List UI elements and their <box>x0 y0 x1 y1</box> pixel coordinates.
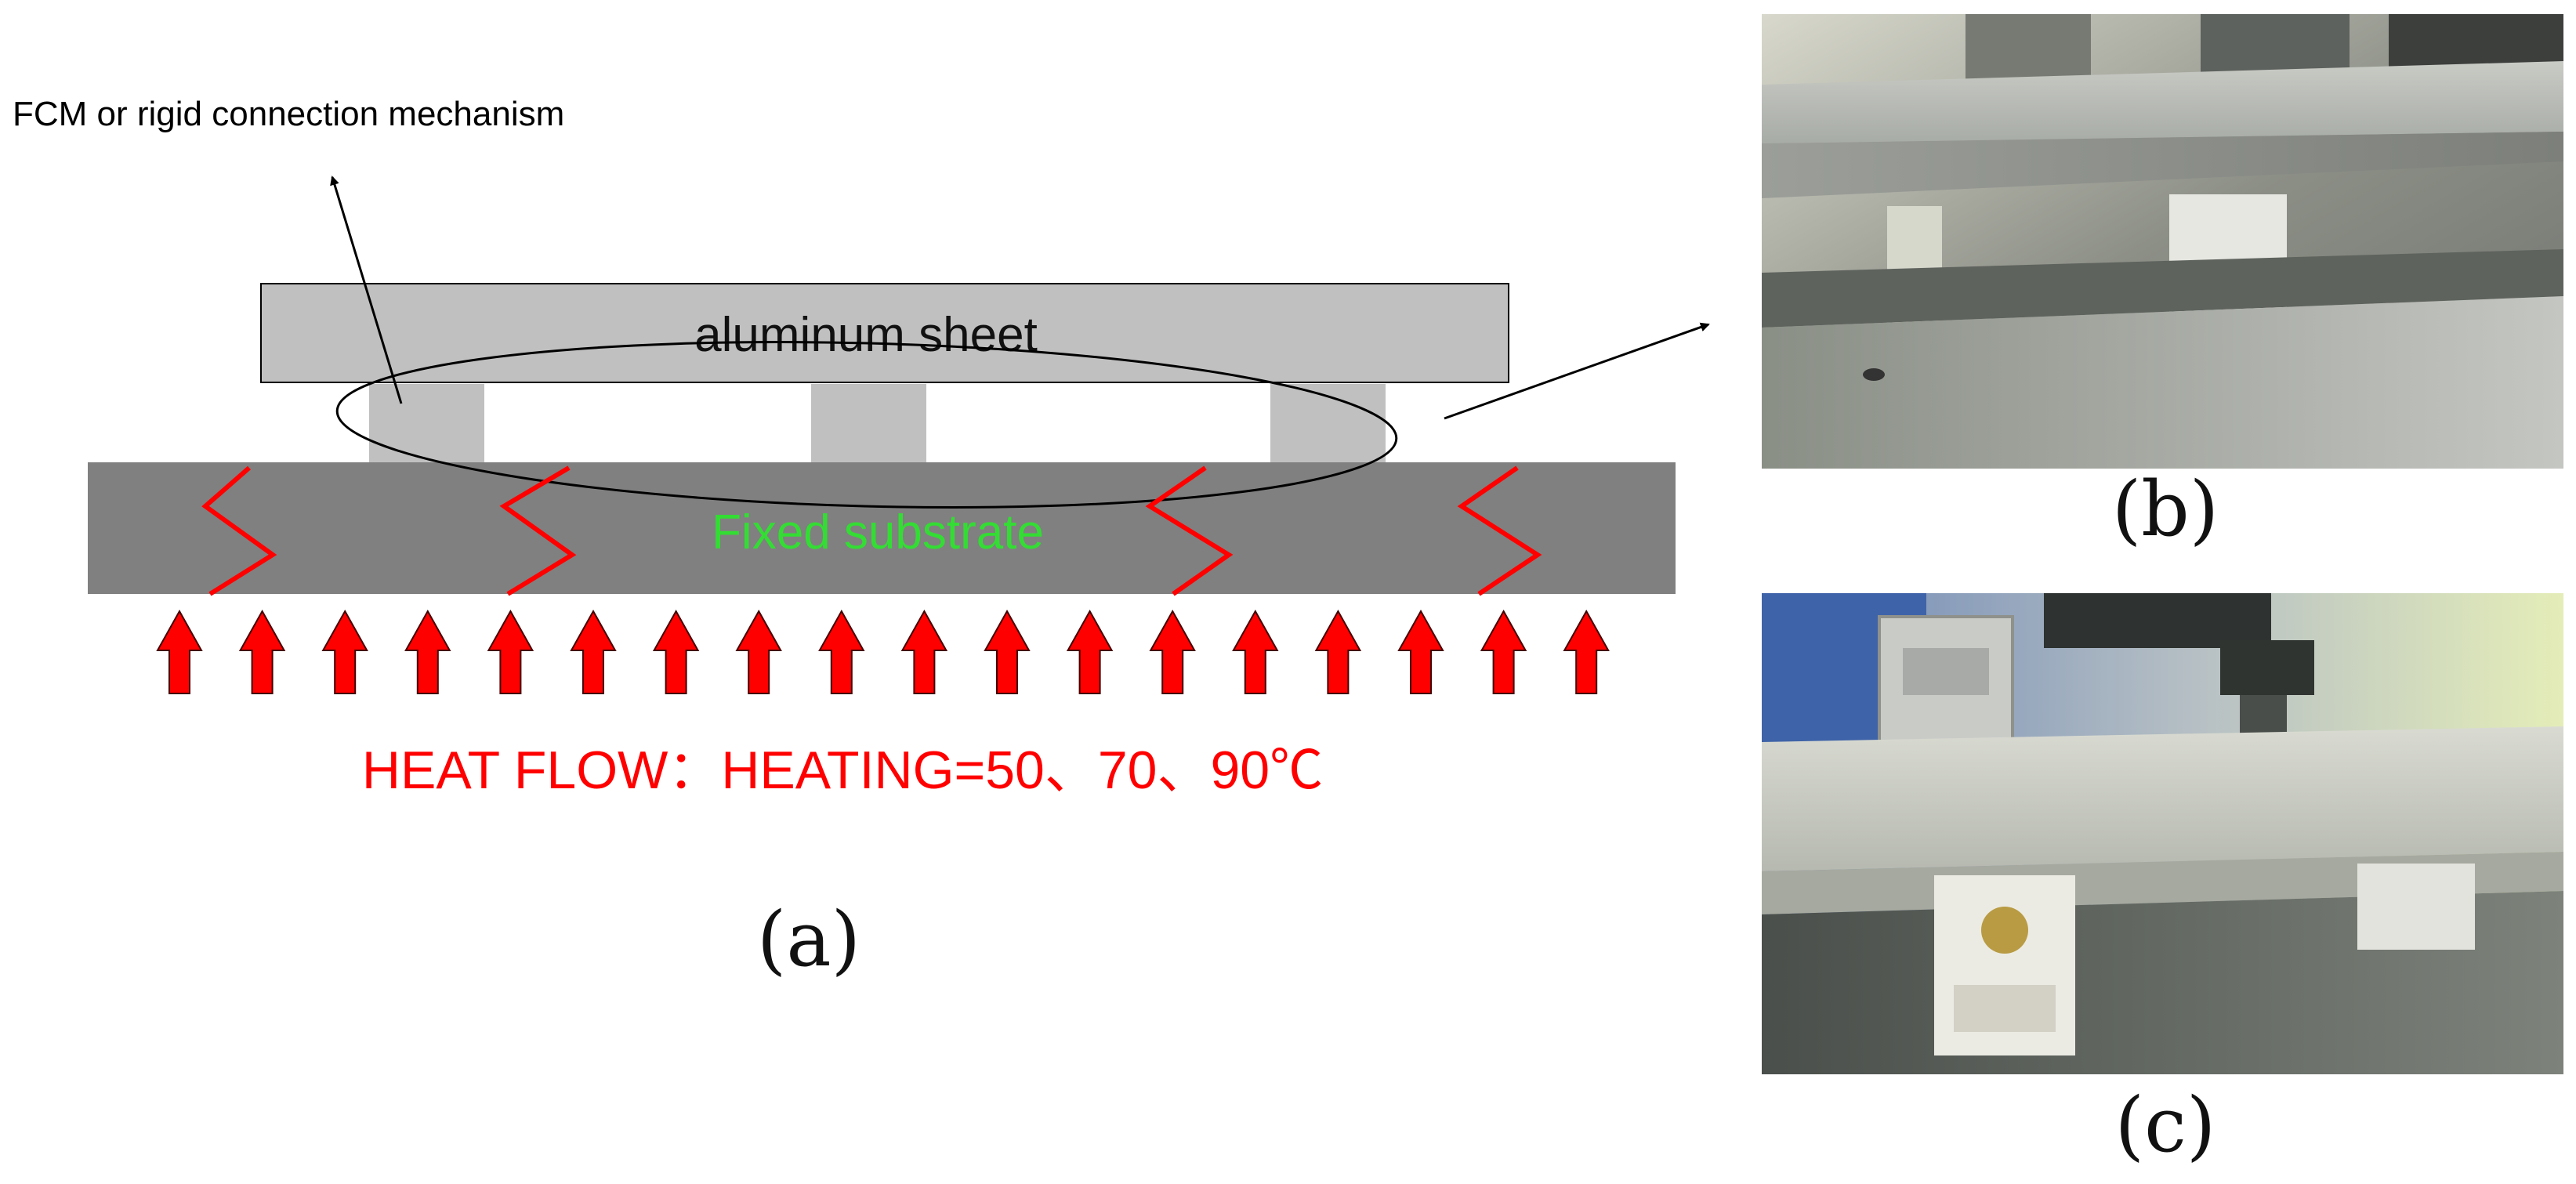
heat-arrow <box>984 609 1031 694</box>
heat-arrow <box>570 609 617 694</box>
heat-arrow <box>1149 609 1196 694</box>
heat-arrow <box>321 609 368 694</box>
support-block-middle <box>811 384 926 462</box>
thermal-zigzag-group <box>201 465 1542 596</box>
heat-arrow <box>404 609 451 694</box>
aluminum-sheet <box>260 283 1509 383</box>
heat-arrow <box>1397 609 1444 694</box>
heat-arrow <box>652 609 700 694</box>
panel-b-caption: (b) <box>2111 465 2219 553</box>
heat-arrow-row <box>156 609 1610 694</box>
heat-arrow <box>735 609 782 694</box>
heat-arrow <box>1232 609 1279 694</box>
heat-flow-label: HEAT FLOW：HEATING=50、70、90℃ <box>362 740 1323 800</box>
schematic-panel-a: FCM or rigid connection mechanism alumin… <box>13 95 1710 983</box>
thermal-zigzag <box>201 465 277 596</box>
panel-a-caption: (a) <box>757 896 860 983</box>
connection-highlight-ellipse <box>335 341 1398 509</box>
connection-mechanism-label: FCM or rigid connection mechanism <box>13 95 564 133</box>
leader-line-to-label <box>330 176 403 404</box>
fixed-substrate <box>88 462 1676 594</box>
thermal-zigzag <box>1457 465 1542 596</box>
heat-arrow <box>1066 609 1114 694</box>
leader-line-to-photo <box>1444 322 1710 420</box>
thermal-zigzag <box>499 465 577 596</box>
heat-arrow <box>238 609 286 694</box>
photo-panel-c <box>1762 593 2563 1074</box>
heat-arrow <box>1563 609 1610 694</box>
heat-arrow <box>156 609 203 694</box>
photo-panel-b <box>1762 14 2563 469</box>
thermal-zigzag <box>1145 465 1234 596</box>
heat-arrow <box>487 609 534 694</box>
aluminum-sheet-label: aluminum sheet <box>694 308 1038 362</box>
heat-arrow <box>900 609 948 694</box>
support-block-left <box>369 384 484 462</box>
heat-arrow <box>1314 609 1362 694</box>
heat-arrow <box>818 609 865 694</box>
heat-arrow <box>1480 609 1527 694</box>
panel-c-caption: (c) <box>2114 1081 2216 1169</box>
substrate-label: Fixed substrate <box>712 505 1044 559</box>
